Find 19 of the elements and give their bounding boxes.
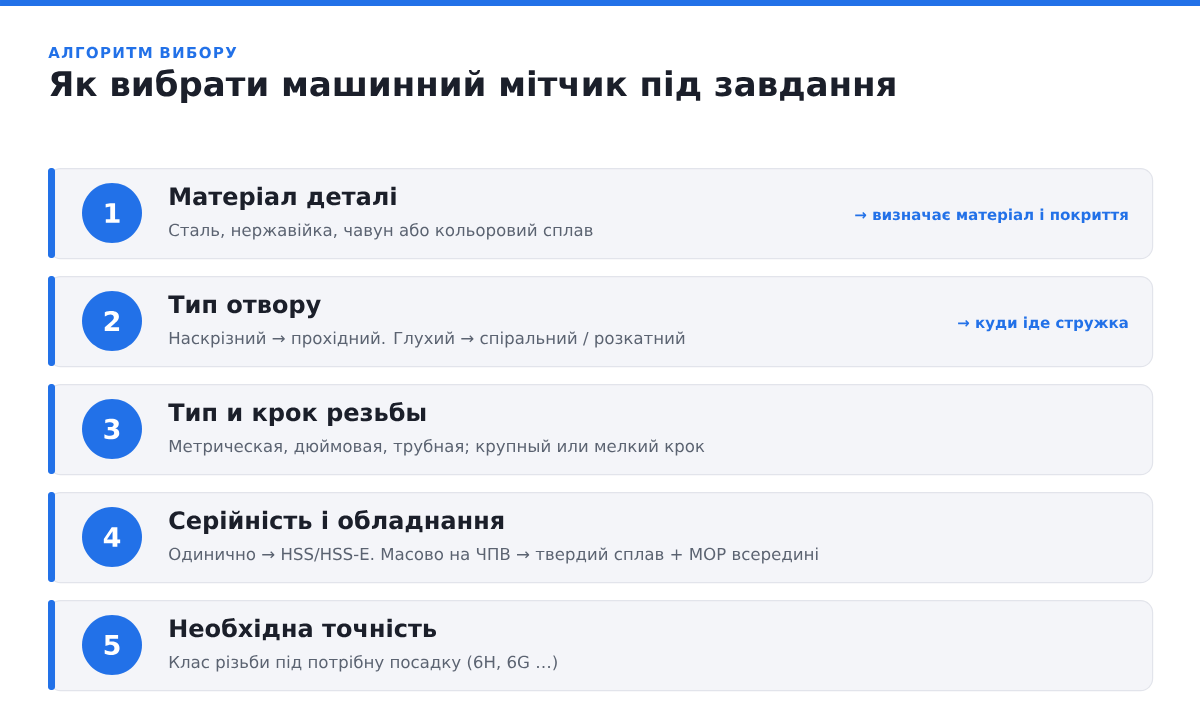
step-description: Одинично → HSS/HSS-E. Масово на ЧПВ → твердий сплав + МОР всередині xyxy=(169,547,818,564)
step-description: Метрическая, дюймовая, трубная; крупный или мелкий крок xyxy=(169,439,705,456)
title: Як вибрати машинний мітчик під завдання xyxy=(50,69,895,104)
number-badge: 1 xyxy=(82,183,142,243)
step-heading: Необхідна точність xyxy=(170,618,436,641)
step-heading: Тип и крок резьбы xyxy=(168,402,426,426)
step-description: Наскрізний → прохідний. Глухий → спіральний / розкатний xyxy=(169,331,685,348)
number-badge: 5 xyxy=(82,615,142,675)
step-description: Сталь, нержавійка, чавун або кольоровий сплав xyxy=(169,223,593,240)
step-heading: Серійність і обладнання xyxy=(169,510,504,534)
number-badge: 2 xyxy=(82,291,142,351)
step-note: → куди іде стружка xyxy=(958,316,1128,332)
number-badge: 3 xyxy=(82,399,142,459)
step-heading: Тип отвору xyxy=(168,295,321,319)
number-badge: 4 xyxy=(82,507,142,567)
step-heading: Матеріал деталі xyxy=(170,186,396,210)
step-note: → визначає матеріал і покриття xyxy=(855,208,1128,224)
overline-label: АЛГОРИТМ ВИБОРУ xyxy=(48,46,237,59)
step-description: Клас різьби під потрібну посадку (6H, 6G …) xyxy=(169,655,557,672)
